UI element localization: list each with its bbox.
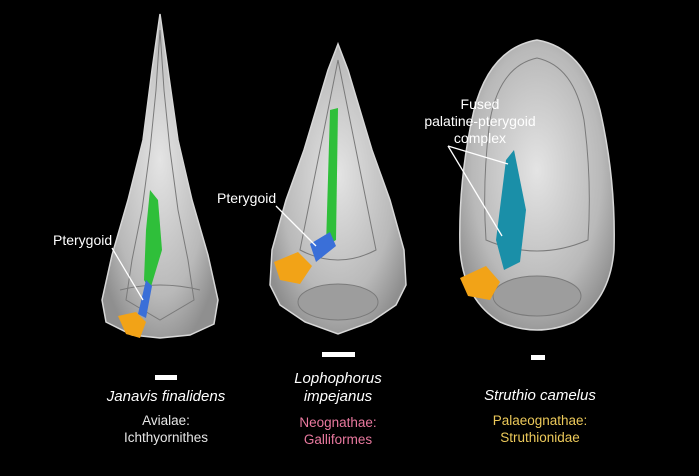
struthio-quadrate [460,266,500,300]
struthio-species-name: Struthio camelus [484,387,596,404]
lophophorus-taxon-line1: Neognathae: [299,415,377,430]
janavis-species-name: Janavis finalidens [106,388,226,405]
janavis-skull [101,13,219,380]
janavis-taxon-line2: Ichthyornithes [123,430,209,445]
fused-label-line1: Fused [460,96,500,112]
fused-label-line3: complex [453,130,507,146]
janavis-pterygoid [138,280,152,318]
lophophorus-species-line1: Lophophorus [294,370,382,387]
lophophorus-quadrate [274,252,312,284]
struthio-scale-bar [531,355,545,360]
janavis-taxon-line1: Avialae: [142,413,190,428]
janavis-palatine [144,190,162,290]
lophophorus-scale-bar [322,352,355,357]
fused-label-line2: palatine-pterygoid [424,113,536,129]
struthio-fused-complex [496,150,526,270]
lophophorus-palatine [326,108,338,246]
janavis-quadrate [118,312,146,338]
lophophorus-species-name: Lophophorus impejanus [263,370,413,406]
lophophorus-taxon-line2: Galliformes [303,432,373,447]
lophophorus-taxon: Neognathae: Galliformes [263,414,413,448]
struthio-taxon-line2: Struthionidae [500,430,580,445]
lophophorus-skull [269,41,407,357]
lophophorus-pterygoid [310,232,336,262]
fused-complex-label: Fused palatine-pterygoid complex [405,96,555,147]
struthio-taxon: Palaeognathae: Struthionidae [460,412,620,446]
struthio-taxon-line1: Palaeognathae: [492,413,588,428]
lophophorus-species-line2: impejanus [303,388,373,405]
janavis-taxon: Avialae: Ichthyornithes [86,412,246,446]
pterygoid-label-middle: Pterygoid [217,190,277,206]
janavis-scale-bar [155,375,177,380]
pterygoid-label-left: Pterygoid [53,232,113,248]
struthio-skull [447,39,615,360]
